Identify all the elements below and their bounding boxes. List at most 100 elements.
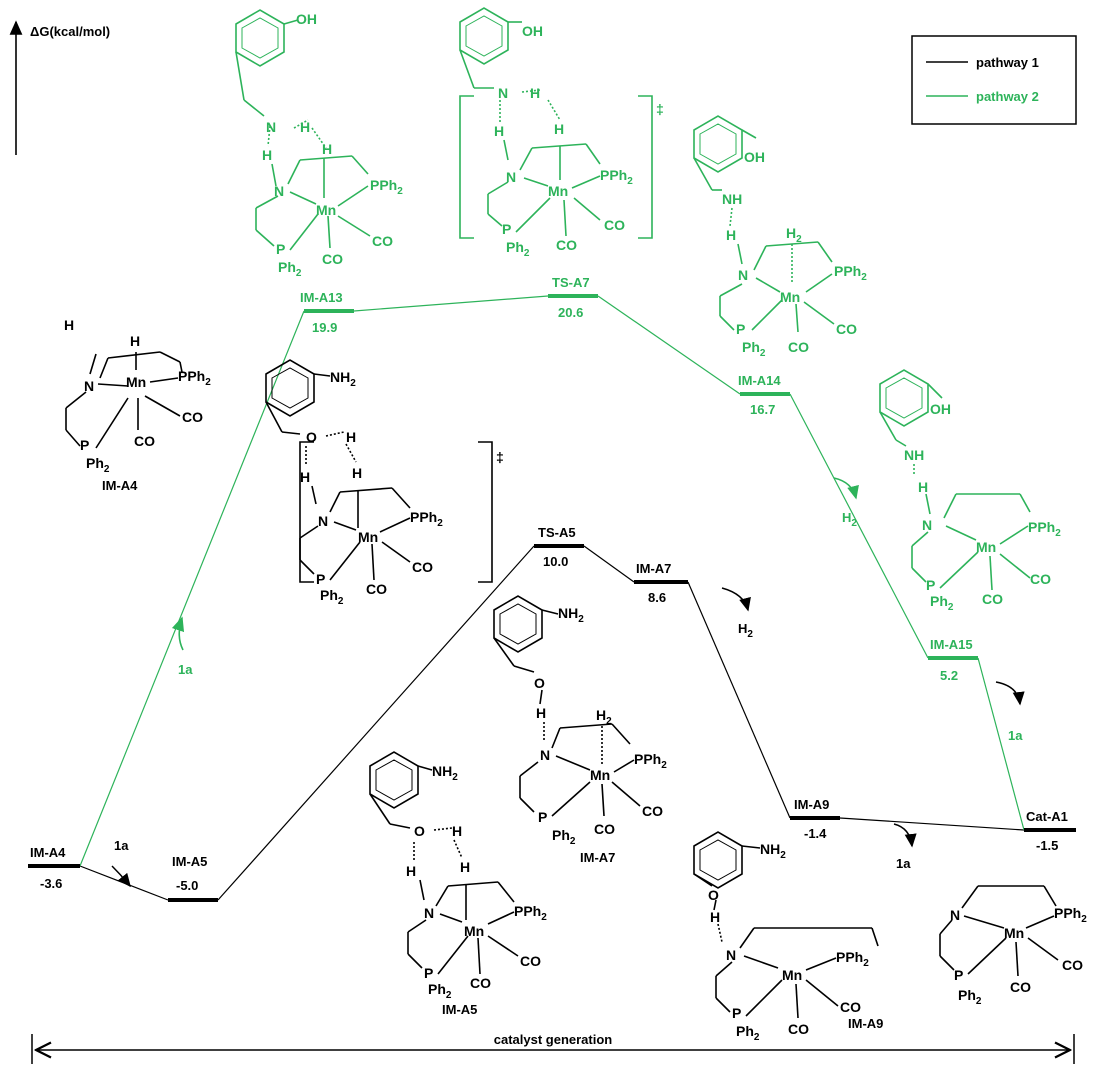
pathway-2-connectors <box>79 295 1025 867</box>
structure-im-a4-text: H H N Mn PPh2 P CO CO Ph2 IM-A4 <box>64 317 211 493</box>
structure-im-a9 <box>693 831 879 1019</box>
svg-text:H: H <box>494 123 504 139</box>
svg-text:CO: CO <box>134 433 155 449</box>
structure-im-a13-text: OH N H H H N Mn PPh2 P CO CO Ph2 <box>262 11 403 279</box>
h2-label: H2 <box>842 510 857 529</box>
svg-text:CO: CO <box>520 953 541 969</box>
state-energy: -5.0 <box>176 878 198 893</box>
svg-text:Ph2: Ph2 <box>742 339 766 359</box>
svg-text:OH: OH <box>744 149 765 165</box>
svg-text:Ph2: Ph2 <box>278 259 302 279</box>
structure-im-a7-text: NH2 O H H2 N Mn PPh2 P CO CO Ph2 IM-A7 <box>534 605 667 865</box>
svg-text:P: P <box>538 809 547 825</box>
state-name: IM-A14 <box>738 373 781 388</box>
y-axis: ΔG(kcal/mol) <box>9 20 110 155</box>
legend-pathway-1: pathway 1 <box>976 55 1039 70</box>
svg-text:CO: CO <box>1062 957 1083 973</box>
state-energy: 5.2 <box>940 668 958 683</box>
reagent-1a-green-release: 1a <box>995 681 1025 743</box>
svg-text:PPh2: PPh2 <box>514 903 547 923</box>
reagent-label: 1a <box>1008 728 1023 743</box>
svg-text:Mn: Mn <box>1004 925 1024 941</box>
svg-text:Ph2: Ph2 <box>552 827 576 847</box>
svg-text:H: H <box>530 85 540 101</box>
reagent-1a-black-release: 1a <box>893 823 917 871</box>
svg-text:H: H <box>726 227 736 243</box>
svg-text:CO: CO <box>1030 571 1051 587</box>
structure-ts-a7-text: OH N H H H N Mn PPh2 P CO CO Ph2 ‡ <box>494 23 664 259</box>
svg-text:Ph2: Ph2 <box>86 455 110 475</box>
svg-text:Ph2: Ph2 <box>428 981 452 1001</box>
svg-text:O: O <box>306 429 317 445</box>
svg-text:O: O <box>414 823 425 839</box>
state-energy: 10.0 <box>543 554 568 569</box>
svg-text:Ph2: Ph2 <box>958 987 982 1007</box>
structure-im-a13 <box>235 9 371 251</box>
svg-text:NH: NH <box>904 447 924 463</box>
svg-text:N: N <box>738 267 748 283</box>
svg-text:H: H <box>452 823 462 839</box>
svg-text:CO: CO <box>366 581 387 597</box>
state-energy: -3.6 <box>40 876 62 891</box>
y-axis-label: ΔG(kcal/mol) <box>30 24 110 39</box>
svg-text:N: N <box>84 378 94 394</box>
structure-im-a14 <box>693 115 835 333</box>
svg-text:PPh2: PPh2 <box>1054 905 1087 925</box>
svg-text:OH: OH <box>930 401 951 417</box>
structure-label: IM-A7 <box>580 850 615 865</box>
svg-text:CO: CO <box>372 233 393 249</box>
ts-symbol: ‡ <box>496 449 504 465</box>
state-im-a13: IM-A13 19.9 <box>300 290 354 335</box>
svg-text:CO: CO <box>182 409 203 425</box>
svg-text:N: N <box>540 747 550 763</box>
structure-im-a7 <box>493 595 641 817</box>
structure-label: IM-A5 <box>442 1002 477 1017</box>
svg-text:P: P <box>276 241 285 257</box>
svg-text:H: H <box>64 317 74 333</box>
svg-text:N: N <box>922 517 932 533</box>
svg-text:P: P <box>926 577 935 593</box>
svg-text:H: H <box>554 121 564 137</box>
svg-text:H: H <box>130 333 140 349</box>
svg-text:Ph2: Ph2 <box>320 587 344 607</box>
structure-ts-a5-text: NH2 O H H H N Mn PPh2 P CO CO Ph2 ‡ <box>300 369 504 607</box>
h2-label: H2 <box>738 621 753 640</box>
svg-text:Mn: Mn <box>548 183 568 199</box>
state-name: IM-A4 <box>30 845 66 860</box>
svg-text:Mn: Mn <box>976 539 996 555</box>
state-cat-a1: Cat-A1 -1.5 <box>1024 809 1076 853</box>
svg-text:Mn: Mn <box>782 967 802 983</box>
svg-text:NH2: NH2 <box>330 369 356 389</box>
structure-im-a15-text: OH NH H N Mn PPh2 P CO CO Ph2 <box>904 401 1061 613</box>
svg-text:CO: CO <box>788 1021 809 1037</box>
structure-label: IM-A9 <box>848 1016 883 1031</box>
svg-text:NH2: NH2 <box>432 763 458 783</box>
state-name: IM-A15 <box>930 637 973 652</box>
svg-text:H: H <box>346 429 356 445</box>
svg-text:CO: CO <box>840 999 861 1015</box>
svg-text:CO: CO <box>556 237 577 253</box>
structure-ts-a5 <box>265 359 493 583</box>
svg-text:CO: CO <box>982 591 1003 607</box>
svg-text:H2: H2 <box>596 707 612 727</box>
state-energy: 20.6 <box>558 305 583 320</box>
reagent-label: 1a <box>178 662 193 677</box>
ts-symbol: ‡ <box>656 101 664 117</box>
state-energy: 19.9 <box>312 320 337 335</box>
svg-text:PPh2: PPh2 <box>178 368 211 388</box>
svg-text:O: O <box>534 675 545 691</box>
svg-text:Ph2: Ph2 <box>930 593 954 613</box>
state-ts-a5: TS-A5 10.0 <box>534 525 584 569</box>
svg-text:H: H <box>262 147 272 163</box>
svg-text:CO: CO <box>836 321 857 337</box>
svg-text:PPh2: PPh2 <box>1028 519 1061 539</box>
svg-text:CO: CO <box>470 975 491 991</box>
svg-text:H: H <box>710 909 720 925</box>
svg-text:CO: CO <box>604 217 625 233</box>
svg-text:N: N <box>266 119 276 135</box>
state-name: IM-A7 <box>636 561 671 576</box>
state-name: Cat-A1 <box>1026 809 1068 824</box>
structure-im-a9-text: NH2 O H N Mn PPh2 P CO CO Ph2 IM-A9 <box>708 841 883 1043</box>
structure-im-a5-text: NH2 O H H H N Mn PPh2 P CO CO Ph2 IM-A5 <box>406 763 547 1017</box>
svg-text:PPh2: PPh2 <box>834 263 867 283</box>
